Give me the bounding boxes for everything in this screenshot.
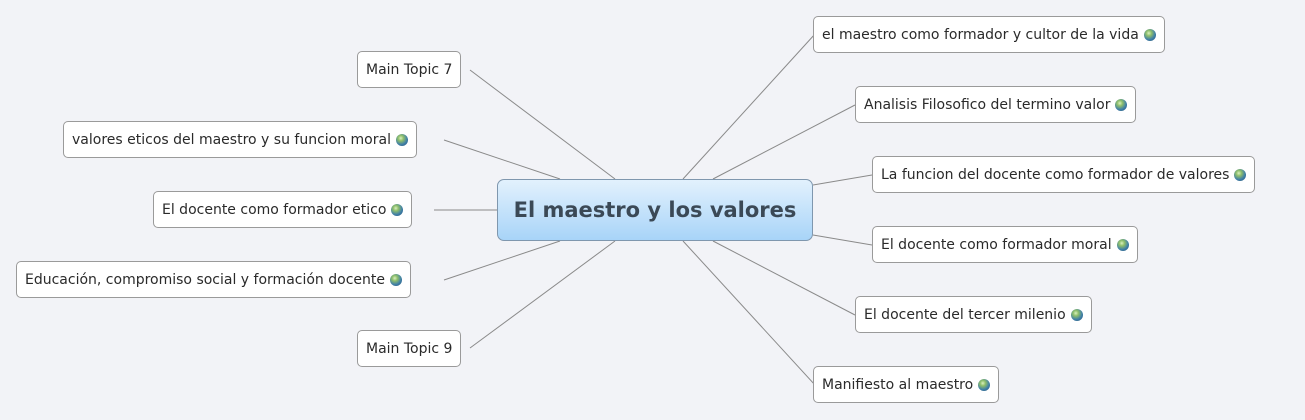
topic-label: valores eticos del maestro y su funcion …	[72, 131, 391, 148]
topic-funcion-docente-valores[interactable]: La funcion del docente como formador de …	[872, 156, 1256, 193]
topic-label: el maestro como formador y cultor de la …	[822, 26, 1139, 43]
globe-link-icon[interactable]	[1070, 308, 1083, 321]
globe-link-icon[interactable]	[1143, 28, 1156, 41]
globe-link-icon[interactable]	[389, 273, 402, 286]
topic-label: Educación, compromiso social y formación…	[25, 271, 385, 288]
topic-educacion-compromiso[interactable]: Educación, compromiso social y formación…	[16, 261, 411, 298]
topic-label: La funcion del docente como formador de …	[881, 166, 1230, 183]
globe-link-icon[interactable]	[978, 378, 991, 391]
topic-label: Manifiesto al maestro	[822, 376, 974, 393]
topic-label: Main Topic 7	[366, 61, 453, 78]
topic-valores-eticos[interactable]: valores eticos del maestro y su funcion …	[63, 121, 417, 158]
topic-main-topic-9[interactable]: Main Topic 9	[357, 330, 462, 367]
topic-label: Main Topic 9	[366, 340, 453, 357]
topic-main-topic-7[interactable]: Main Topic 7	[357, 51, 462, 88]
topic-label: Analisis Filosofico del termino valor	[864, 96, 1111, 113]
topic-label: El docente del tercer milenio	[864, 306, 1066, 323]
topic-analisis-filosofico[interactable]: Analisis Filosofico del termino valor	[855, 86, 1137, 123]
topic-manifiesto-maestro[interactable]: Manifiesto al maestro	[813, 366, 1000, 403]
topic-docente-formador-moral[interactable]: El docente como formador moral	[872, 226, 1138, 263]
central-topic[interactable]: El maestro y los valores	[497, 179, 813, 241]
globe-link-icon[interactable]	[1115, 98, 1128, 111]
globe-link-icon[interactable]	[1234, 168, 1247, 181]
topic-formador-cultor-vida[interactable]: el maestro como formador y cultor de la …	[813, 16, 1165, 53]
globe-link-icon[interactable]	[1116, 238, 1129, 251]
topic-label: El docente como formador moral	[881, 236, 1112, 253]
topic-docente-formador-etico[interactable]: El docente como formador etico	[153, 191, 413, 228]
globe-link-icon[interactable]	[391, 203, 404, 216]
globe-link-icon[interactable]	[395, 133, 408, 146]
topic-label: El docente como formador etico	[162, 201, 387, 218]
topic-docente-tercer-milenio[interactable]: El docente del tercer milenio	[855, 296, 1092, 333]
